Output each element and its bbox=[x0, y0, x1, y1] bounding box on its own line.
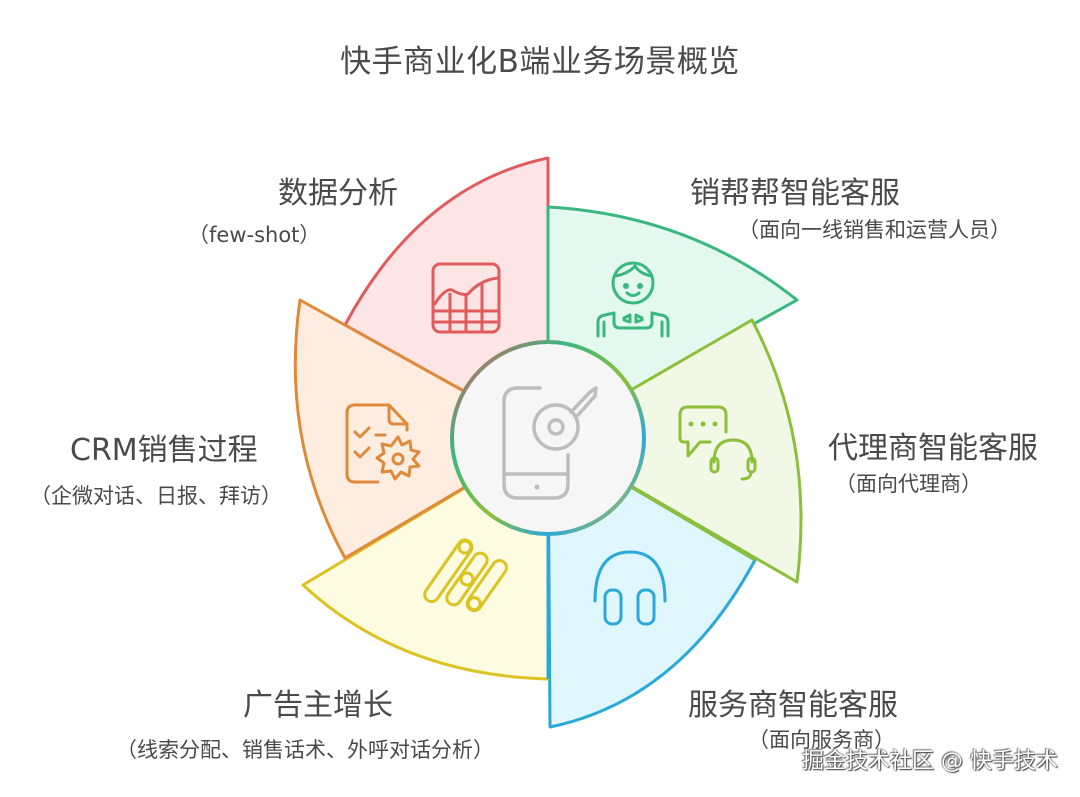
label-agent-service: 代理商智能客服 bbox=[828, 423, 1038, 467]
label-advertiser-growth: 广告主增长 bbox=[243, 680, 393, 724]
sliders-icon bbox=[423, 538, 508, 613]
segment-title: 代理商智能客服 bbox=[828, 431, 1038, 466]
label-xiaobangbang-sub: （面向一线销售和运营人员） bbox=[738, 208, 1011, 244]
label-crm-sales-sub: （企微对话、日报、拜访） bbox=[30, 474, 282, 510]
segment-agent-service[interactable] bbox=[546, 318, 803, 584]
label-advertiser-growth-sub: （线索分配、销售话术、外呼对话分析） bbox=[116, 728, 494, 764]
segment-crm-sales[interactable] bbox=[293, 298, 550, 560]
segment-title: CRM销售过程 bbox=[70, 433, 258, 468]
segment-title: 广告主增长 bbox=[243, 688, 393, 723]
center-hub bbox=[450, 340, 646, 536]
watermark: 掘金技术社区 @ 快手技术 bbox=[802, 749, 1058, 774]
label-provider-service: 服务商智能客服 bbox=[688, 680, 898, 724]
label-data-analysis-sub: （few-shot） bbox=[188, 213, 320, 249]
segment-subtitle: （few-shot） bbox=[188, 223, 321, 247]
label-xiaobangbang: 销帮帮智能客服 bbox=[690, 168, 900, 212]
segment-title: 数据分析 bbox=[278, 176, 398, 211]
chart-grid-icon bbox=[431, 262, 501, 334]
segment-title: 销帮帮智能客服 bbox=[690, 176, 900, 211]
label-crm-sales: CRM销售过程 bbox=[70, 425, 258, 469]
segment-subtitle: （面向服务商） bbox=[748, 728, 895, 752]
label-data-analysis: 数据分析 bbox=[278, 168, 398, 212]
segment-subtitle: （线索分配、销售话术、外呼对话分析） bbox=[116, 738, 494, 762]
segment-subtitle: （面向代理商） bbox=[835, 472, 982, 496]
checklist-gear-icon bbox=[345, 403, 421, 484]
segment-title: 服务商智能客服 bbox=[688, 688, 898, 723]
phone-key-icon bbox=[502, 386, 598, 500]
waiter-person-icon bbox=[596, 261, 670, 338]
label-provider-service-sub: （面向服务商） bbox=[748, 718, 895, 754]
label-agent-service-sub: （面向代理商） bbox=[835, 462, 982, 498]
segment-subtitle: （面向一线销售和运营人员） bbox=[738, 218, 1011, 242]
chat-headset-icon bbox=[678, 405, 757, 481]
headphones-icon bbox=[593, 550, 667, 626]
page-title: 快手商业化B端业务场景概览 bbox=[340, 44, 740, 80]
segment-subtitle: （企微对话、日报、拜访） bbox=[30, 484, 282, 508]
